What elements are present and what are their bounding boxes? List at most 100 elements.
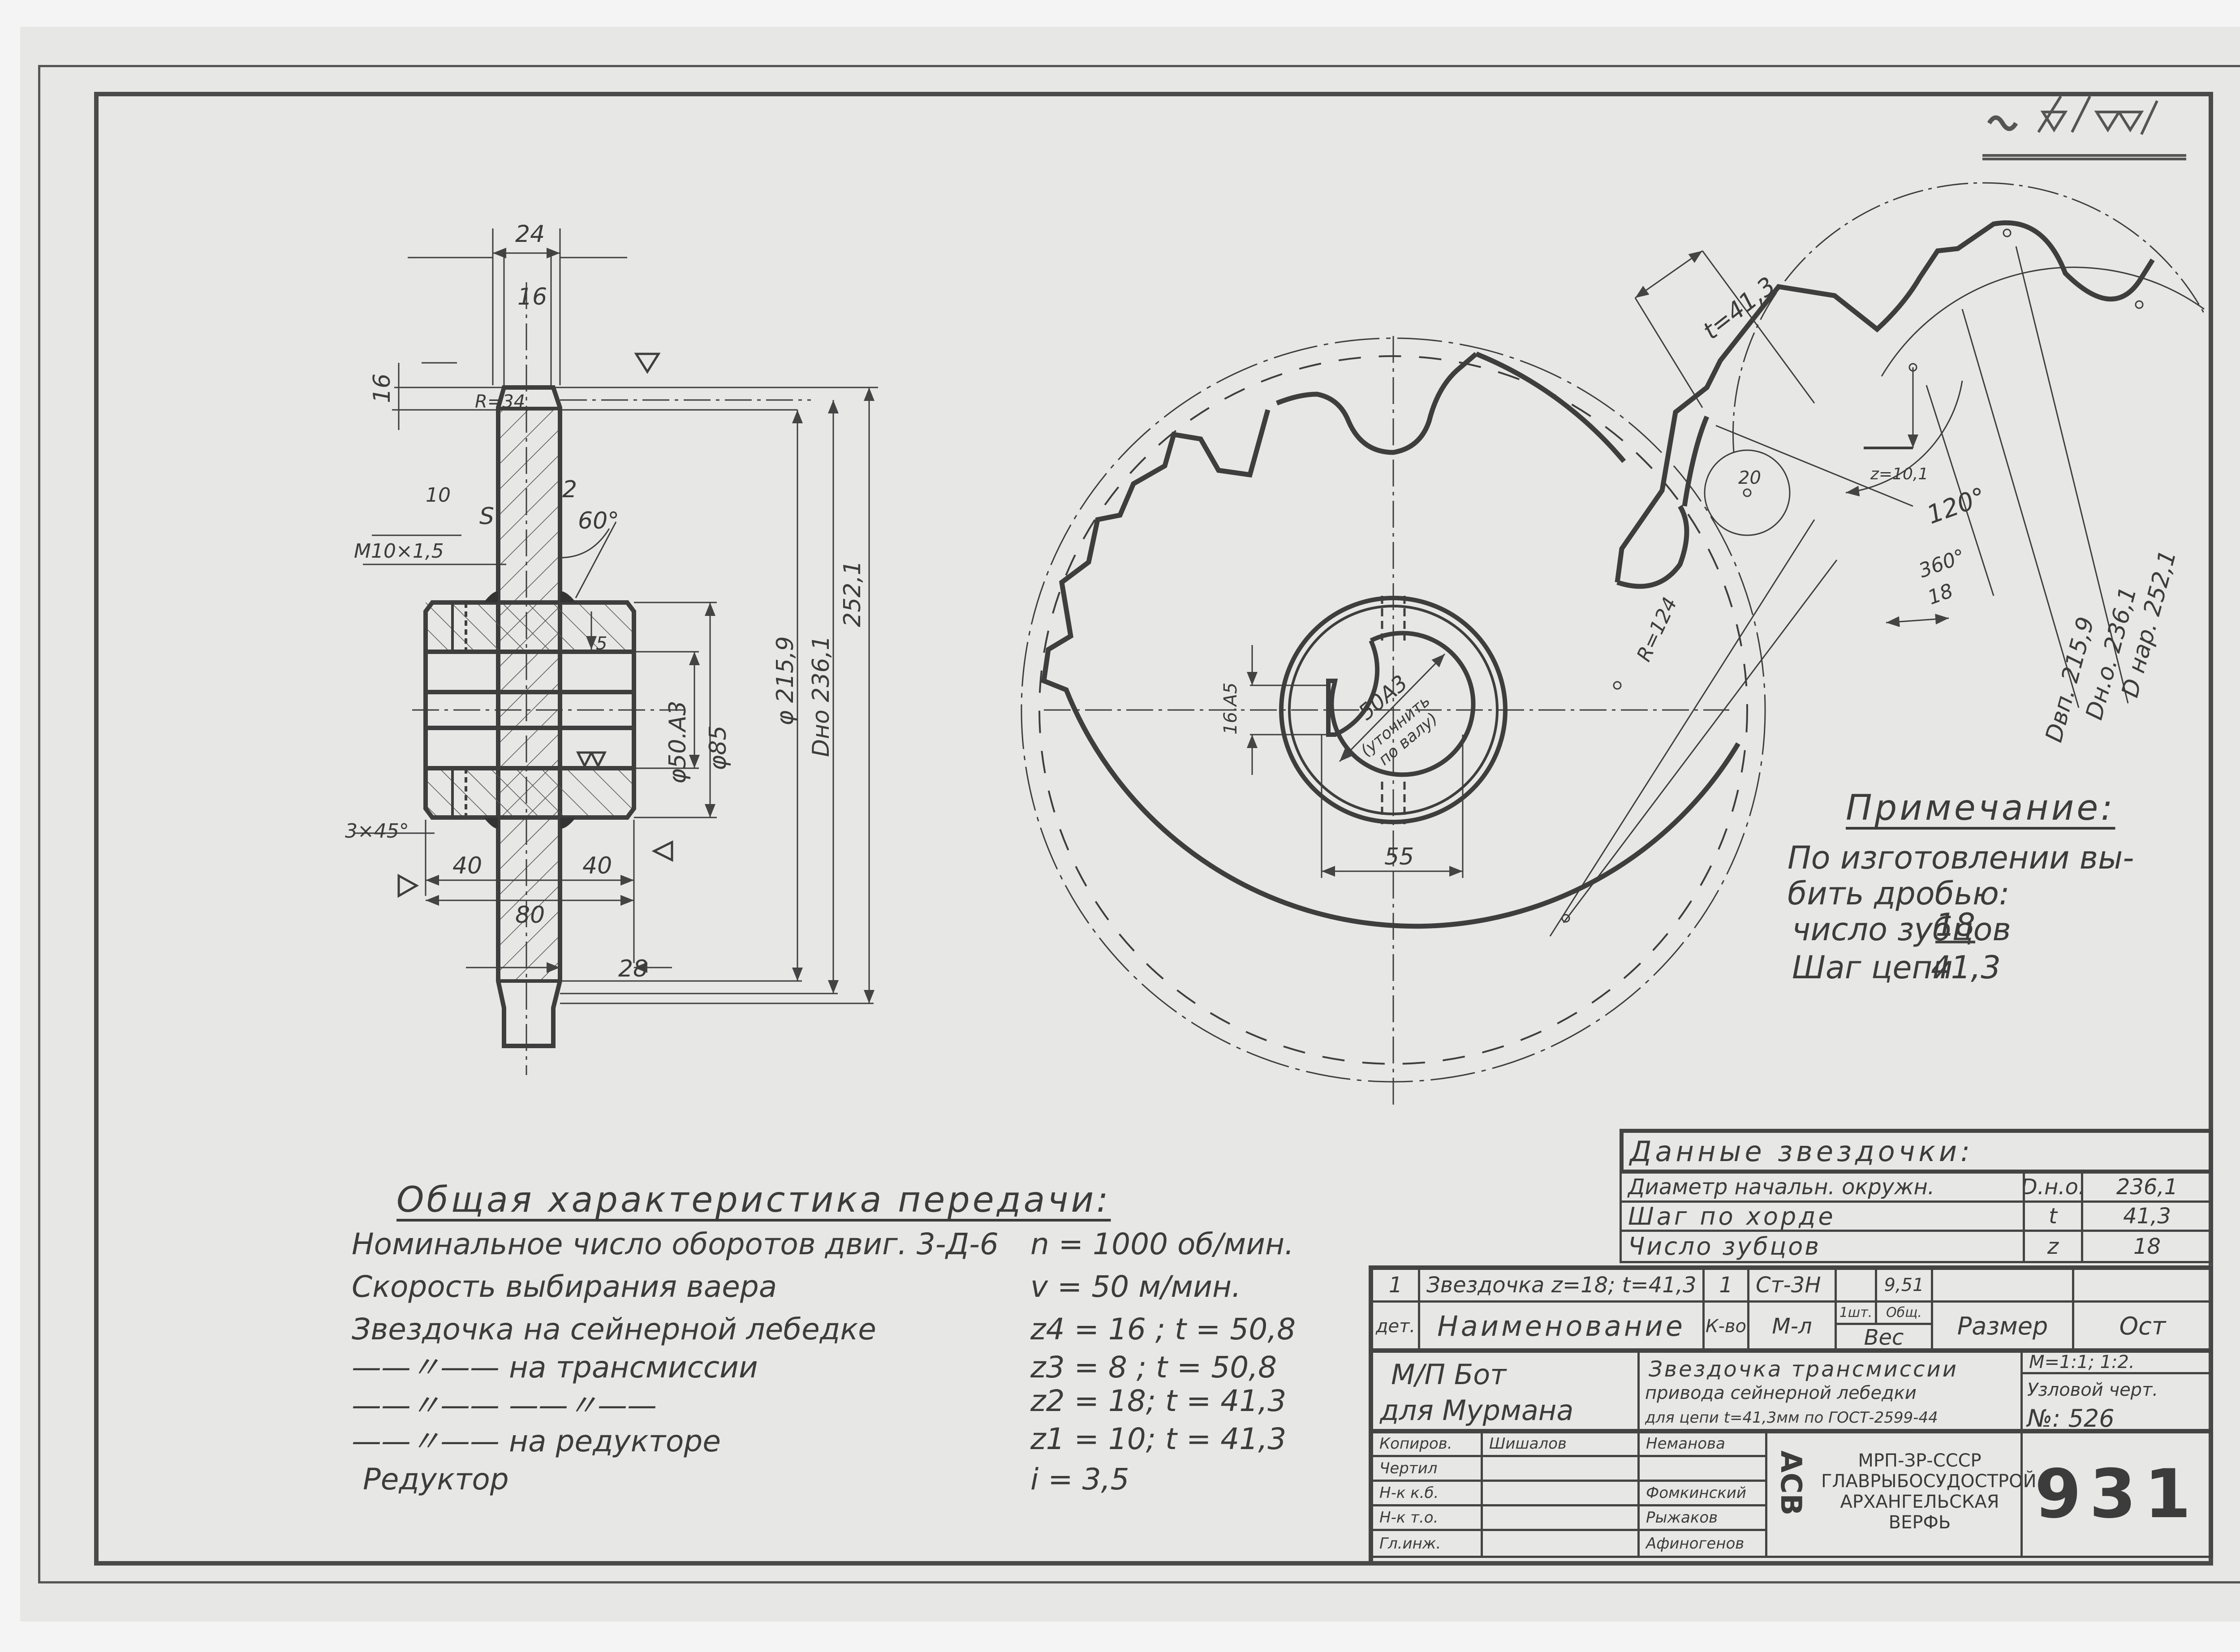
note-line-2: бить дробью: [1788,875,2010,912]
note-pitch-label: Шаг цепи [1792,949,1953,986]
general-row-label: Скорость выбирания ваера [352,1269,777,1304]
factory-logo-icon: АСВ [1774,1450,1807,1516]
general-row-label: Номинальное число оборотов двиг. 3-Д-6 [352,1227,999,1261]
general-row-label: ——〃—— на трансмиссии [352,1350,758,1385]
part-size [1931,1268,2074,1303]
dim-pitch-diameter: Dно 236,1 [808,636,835,757]
general-row-value: z3 = 8 ; t = 50,8 [1030,1350,1277,1385]
dim-left-40: 40 [452,852,482,879]
part-qty: 1 [1702,1268,1749,1303]
divider [1371,1265,2213,1270]
sprocket-row-value: 236,1 [2081,1171,2213,1203]
sprocket-row-name: Число зубцов [1620,1230,2025,1263]
header-material: М-л [1747,1300,1837,1352]
dim-height-16: 16 [369,374,396,403]
signature-sign [1481,1455,1640,1482]
sprocket-data-title: Данные звездочки: [1620,1129,2213,1174]
tooth-detail [1549,182,2205,937]
dim-root-diameter: φ 215,9 [772,636,799,726]
sprocket-row-name: Диаметр начальн. окружн. [1620,1171,2025,1203]
header-num: дет. [1371,1300,1420,1352]
dim-width-24: 24 [515,221,545,248]
sprocket-row-name: Шаг по хорде [1620,1200,2025,1232]
signature-sign [1481,1480,1640,1506]
part-weight-total: 9,51 [1875,1268,1933,1303]
dim-width-16: 16 [517,284,547,310]
general-row-label: Звездочка на сейнерной лебедке [352,1312,876,1347]
header-weight-total: Общ. [1875,1300,1933,1325]
org-line-2: ГЛАВРЫБОСУДОСТРОЙ [1821,1471,2037,1492]
sprocket-row-value: 18 [2081,1230,2213,1263]
signature-name: Фомкинский [1637,1480,1767,1506]
header-weight-unit: 1шт. [1835,1300,1877,1325]
outer-frame [38,65,2240,1583]
weld-symbol-2: 2 [562,476,577,503]
dim-chamfer: 3×45° [345,820,409,843]
header-size: Размер [1931,1300,2074,1352]
signature-sign [1481,1504,1640,1531]
assembly-cell: Узловой черт. №: 526 [2020,1372,2213,1433]
header-note: Ост [2072,1300,2213,1352]
dim-angle-120: 120° [1923,482,1990,530]
project-line-1: М/П Бот [1391,1358,1507,1391]
sprocket-row-symbol: t [2023,1200,2083,1232]
sprocket-row-value: 41,3 [2081,1200,2213,1232]
header-name: Наименование [1418,1300,1705,1352]
general-row-value: z2 = 18; t = 41,3 [1030,1384,1287,1418]
org-line-3: АРХАНГЕЛЬСКАЯ [1840,1492,1999,1512]
front-view [1021,336,1766,1106]
drawing-title-cell: Звездочка трансмиссии привода сейнерной … [1637,1350,2023,1433]
general-row-value: i = 3,5 [1030,1462,1129,1497]
section-view [354,228,878,1075]
dim-bolt-10: 10 [426,484,451,507]
general-row-value: v = 50 м/мин. [1030,1269,1241,1304]
note-line-1: По изготовлении вы- [1788,839,2134,876]
dim-width-55: 55 [1384,843,1414,870]
part-note [2072,1268,2213,1303]
weld-symbol-s: S [479,503,494,530]
general-row-label: ——〃—— на редукторе [352,1424,721,1458]
general-row-label: Редуктор [363,1462,509,1497]
general-title: Общая характеристика передачи: [396,1180,1111,1220]
dim-radius-20: 20 [1738,468,1761,488]
general-row-value: z1 = 10; t = 41,3 [1030,1422,1287,1456]
sprocket-row-symbol: D.н.о. [2023,1171,2083,1203]
dim-thread: M10×1,5 [354,540,444,563]
signature-sign [1481,1529,1640,1558]
note-pitch-value: 41,3 [1931,949,2001,986]
dim-radius-124: R=124 [1633,594,1682,665]
dim-total-80: 80 [515,902,545,929]
signature-role: Гл.инж. [1371,1529,1483,1558]
dim-angle-60: 60° [578,508,619,534]
signature-role: Н-к т.о. [1371,1504,1483,1531]
signature-role: Копиров. [1371,1430,1483,1457]
org-line-4: ВЕРФЬ [1888,1512,1951,1533]
surface-finish-symbol [1982,95,2186,160]
dim-angle-frac-den: 18 [1925,579,1956,609]
dim-radius: R=34 [475,391,525,412]
drawing-title-1: Звездочка трансмиссии [1649,1357,1958,1382]
dim-hub: φ85 [705,726,732,770]
dim-angle-frac-num: 360° [1916,545,1968,582]
signature-name [1637,1455,1767,1482]
project-cell: М/П Бот для Мурмана [1371,1350,1640,1433]
assembly-label: Узловой черт. [2027,1380,2158,1400]
sprocket-row-symbol: z [2023,1230,2083,1263]
organisation-text: МРП-ЗР-СССР ГЛАВРЫБОСУДОСТРОЙ АРХАНГЕЛЬС… [1821,1450,2037,1533]
drawing-title-3: для цепи t=41,3мм по ГОСТ-2599-44 [1645,1409,1938,1427]
dim-keyway: 16.A5 [1220,683,1241,735]
note-teeth-value: 18 [1935,907,1976,943]
scale: М=1:1; 1:2. [2020,1350,2213,1374]
dim-outer-diameter: 252,1 [839,560,866,627]
divider [1371,1429,2213,1433]
drawing-frame [94,92,2213,1566]
drawing-number: 931 [2020,1430,2213,1558]
project-line-2: для Мурмана [1380,1394,1574,1427]
dim-offset-28: 28 [618,955,648,982]
part-name: Звездочка z=18; t=41,3 [1418,1268,1705,1303]
divider [1371,1348,2213,1353]
note-teeth-label: число зубцов [1792,911,2011,948]
signature-name: Неманова [1637,1430,1767,1457]
signature-role: Чертил [1371,1455,1483,1482]
